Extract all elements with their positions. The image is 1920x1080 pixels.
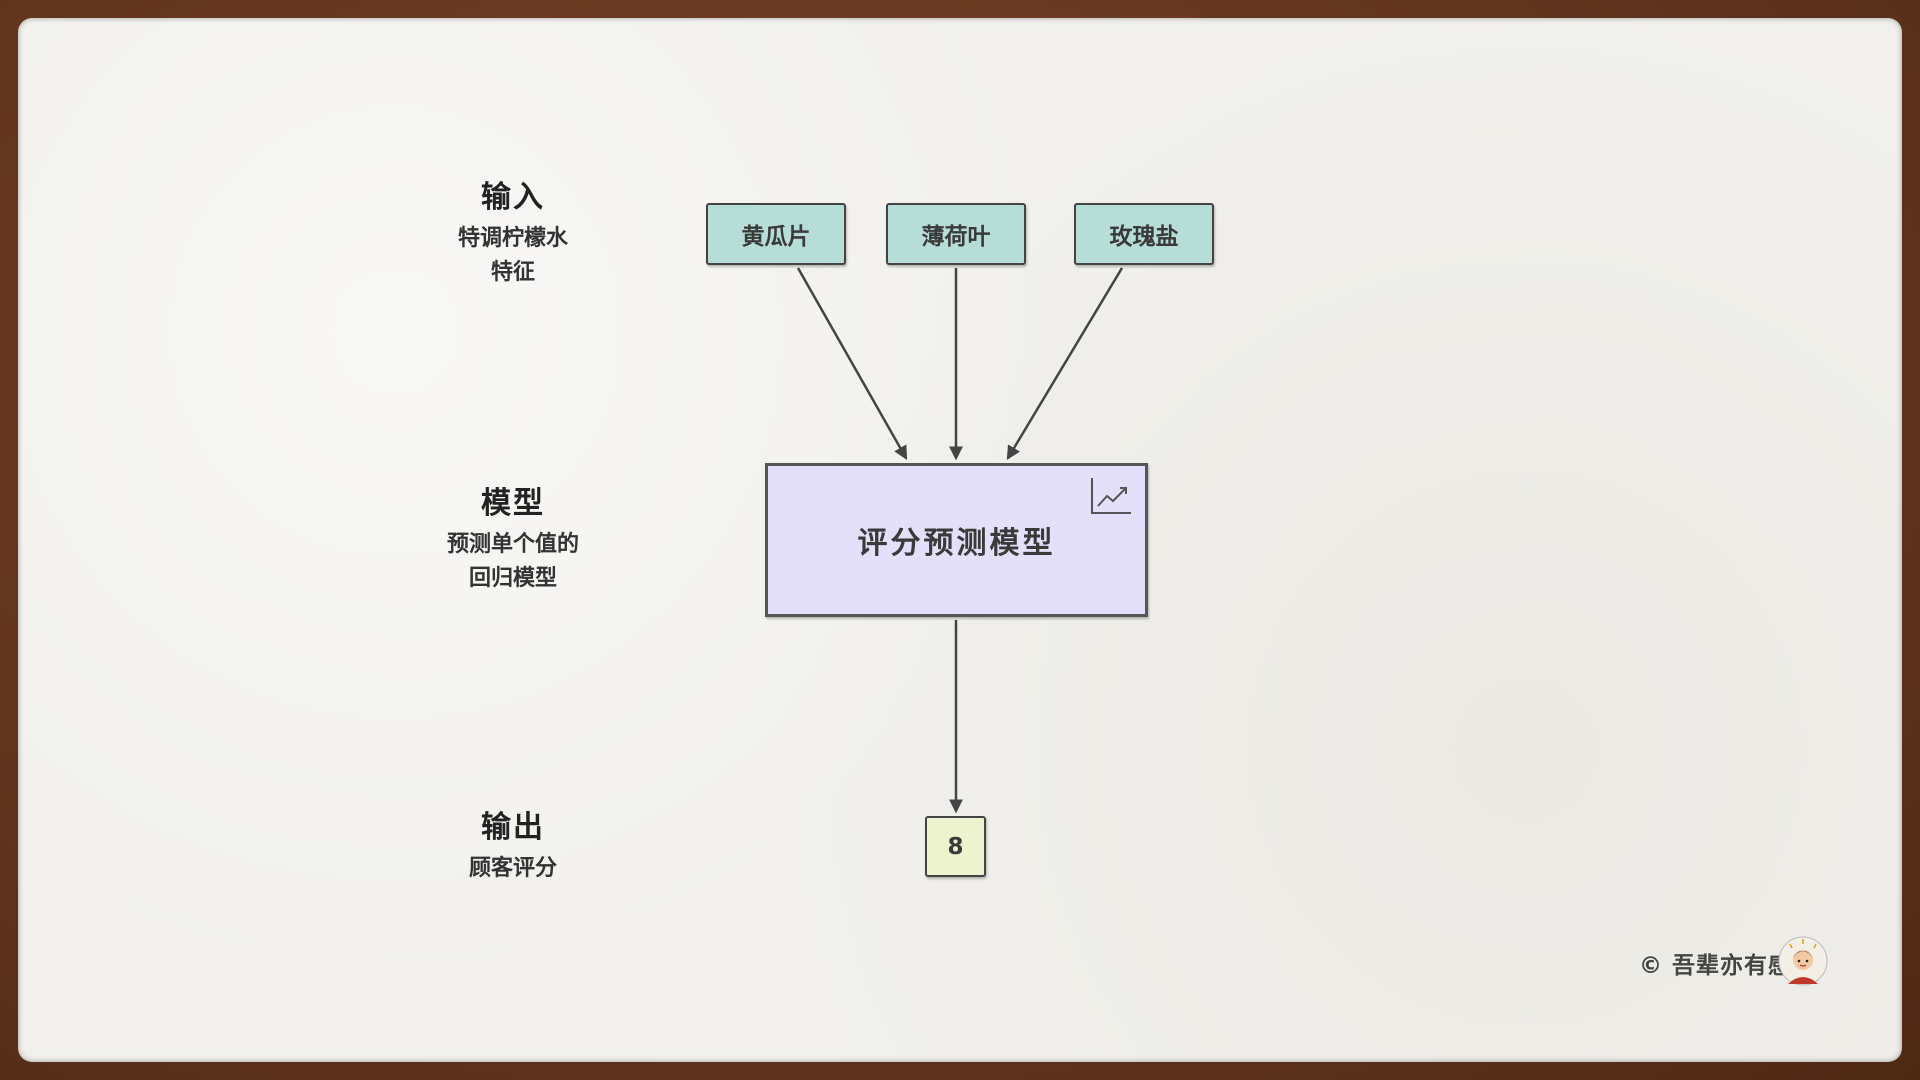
- model-node: 评分预测模型: [765, 463, 1148, 617]
- credit-text: © 吾辈亦有感: [1638, 953, 1792, 979]
- row-desc-line: 顾客评分: [468, 856, 557, 881]
- avatar-icon: [1778, 936, 1828, 986]
- row-label-model: 模型 预测单个值的 回归模型: [393, 484, 633, 596]
- feature-node-rose-salt: 玫瑰盐: [1074, 203, 1214, 265]
- output-value: 8: [947, 833, 964, 860]
- line-chart-icon: [1091, 478, 1131, 514]
- row-desc-line: 回归模型: [468, 566, 557, 591]
- feature-label: 黄瓜片: [741, 224, 811, 250]
- row-label-output: 输出 顾客评分: [393, 808, 633, 886]
- row-desc-output: 顾客评分: [393, 852, 633, 886]
- feature-node-cucumber: 黄瓜片: [706, 203, 846, 265]
- model-label: 评分预测模型: [857, 526, 1056, 561]
- row-desc-input: 特调柠檬水 特征: [393, 222, 633, 290]
- row-title-output: 输出: [481, 810, 545, 845]
- row-desc-line: 预测单个值的: [446, 532, 579, 557]
- row-desc-line: 特调柠檬水: [457, 226, 568, 251]
- row-desc-model: 预测单个值的 回归模型: [393, 528, 633, 596]
- row-desc-line: 特征: [490, 260, 535, 285]
- row-title-model: 模型: [481, 486, 545, 521]
- row-label-input: 输入 特调柠檬水 特征: [393, 178, 633, 290]
- feature-label: 薄荷叶: [921, 224, 991, 250]
- output-node: 8: [925, 816, 986, 877]
- row-title-input: 输入: [481, 180, 545, 215]
- feature-label: 玫瑰盐: [1109, 224, 1179, 250]
- feature-node-mint: 薄荷叶: [886, 203, 1026, 265]
